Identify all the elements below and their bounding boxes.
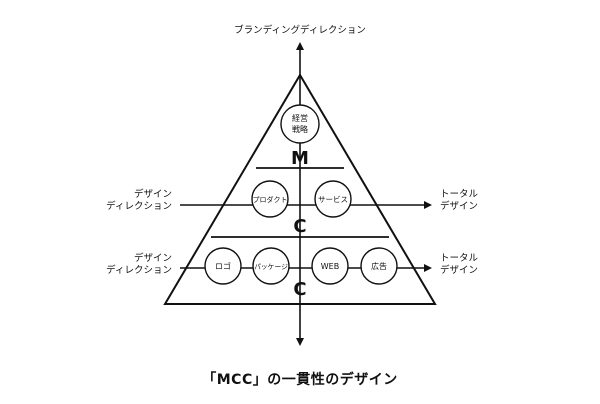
circle-package — [252, 247, 290, 285]
pyramid-outline — [163, 73, 437, 305]
circle-management-strategy-line1: 経営 — [292, 113, 308, 123]
left-label-upper-line1: デザイン — [133, 189, 172, 200]
circle-product — [251, 180, 289, 218]
circle-web — [311, 247, 349, 285]
circle-service-label: サービス — [318, 195, 348, 204]
circle-service — [314, 180, 352, 218]
left-label-upper-line2: ディレクション — [106, 201, 172, 212]
right-label-upper-line2: デザイン — [440, 201, 479, 212]
circle-web-label: WEB — [321, 262, 339, 271]
circle-advertising — [360, 247, 398, 285]
circle-management-strategy — [280, 104, 320, 144]
tier-m: 経営 戦略 M — [280, 104, 320, 169]
right-label-lower: トータル デザイン — [440, 253, 478, 277]
left-label-upper: デザイン ディレクション — [106, 189, 172, 213]
right-label-lower-line2: デザイン — [440, 265, 479, 276]
left-label-lower-line1: デザイン — [133, 253, 172, 264]
diagram-caption: 「MCC」の一貫性のデザイン — [202, 372, 398, 388]
right-label-lower-line1: トータル — [440, 253, 479, 264]
circle-package-label: パッケージ — [254, 263, 288, 271]
circle-logo-label: ロゴ — [215, 261, 231, 271]
tier-c-upper-letter: C — [293, 216, 306, 237]
right-label-upper: トータル デザイン — [440, 189, 478, 213]
top-label-branding-direction: ブランディングディレクション — [234, 25, 366, 36]
circle-advertising-label: 広告 — [371, 261, 387, 271]
circle-management-strategy-line2: 戦略 — [292, 124, 308, 134]
circle-logo — [204, 247, 242, 285]
left-label-lower: デザイン ディレクション — [106, 253, 172, 277]
tier-m-letter: M — [291, 148, 309, 169]
tier-c-lower: ロゴ パッケージ WEB 広告 C — [204, 247, 398, 300]
circle-product-label: プロダクト — [253, 195, 288, 204]
tier-c-lower-letter: C — [293, 279, 306, 300]
left-label-lower-line2: ディレクション — [106, 265, 172, 276]
right-label-upper-line1: トータル — [440, 189, 479, 200]
tier-c-upper: プロダクト サービス C — [251, 180, 352, 237]
